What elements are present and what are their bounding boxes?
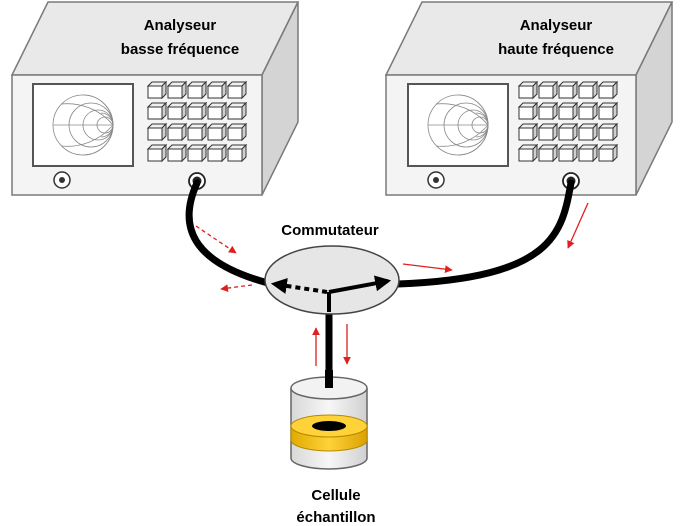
keypad-button-icon bbox=[226, 101, 248, 121]
keypad-button-icon bbox=[557, 143, 579, 163]
sample-cell: Cellule échantillon bbox=[290, 370, 376, 526]
keypad-button-icon bbox=[226, 122, 248, 142]
high-to-switch-arrow bbox=[567, 202, 589, 249]
switch: Commutateur bbox=[264, 222, 400, 315]
low-to-switch-arrow bbox=[195, 225, 237, 254]
keypad-button-icon bbox=[206, 143, 228, 163]
low-analyzer-title-line2: basse fréquence bbox=[121, 41, 239, 58]
keypad-button-icon bbox=[577, 80, 599, 100]
switch-contact-high bbox=[328, 275, 392, 294]
high-analyzer-cable bbox=[394, 179, 575, 288]
keypad-button-icon bbox=[166, 143, 188, 163]
keypad-button-icon bbox=[146, 80, 168, 100]
analyzer-keypad bbox=[146, 80, 248, 163]
keypad-button-icon bbox=[166, 101, 188, 121]
keypad-button-icon bbox=[537, 101, 559, 121]
keypad-button-icon bbox=[166, 80, 188, 100]
keypad-button-icon bbox=[577, 101, 599, 121]
keypad-button-icon bbox=[206, 122, 228, 142]
keypad-button-icon bbox=[226, 143, 248, 163]
keypad-button-icon bbox=[517, 122, 539, 142]
keypad-button-icon bbox=[597, 122, 619, 142]
keypad-button-icon bbox=[146, 122, 168, 142]
keypad-button-icon bbox=[557, 122, 579, 142]
keypad-button-icon bbox=[166, 122, 188, 142]
keypad-button-icon bbox=[597, 101, 619, 121]
low-analyzer-title-line1: Analyseur bbox=[144, 17, 217, 34]
keypad-button-icon bbox=[517, 101, 539, 121]
switch-body bbox=[264, 245, 400, 315]
keypad-button-icon bbox=[517, 143, 539, 163]
switch-label: Commutateur bbox=[281, 222, 379, 239]
keypad-button-icon bbox=[186, 143, 208, 163]
keypad-button-icon bbox=[186, 80, 208, 100]
high-analyzer-title-line2: haute fréquence bbox=[498, 41, 614, 58]
keypad-button-icon bbox=[557, 80, 579, 100]
switch-to-high-arrow bbox=[402, 263, 453, 274]
keypad-button-icon bbox=[226, 80, 248, 100]
switch-to-low-arrow bbox=[220, 284, 253, 292]
keypad-button-icon bbox=[557, 101, 579, 121]
low-frequency-analyzer: Analyseur basse fréquence bbox=[10, 1, 300, 196]
keypad-button-icon bbox=[186, 122, 208, 142]
keypad-button-icon bbox=[597, 143, 619, 163]
smith-chart-icon bbox=[52, 94, 114, 156]
keypad-button-icon bbox=[206, 80, 228, 100]
high-analyzer-title-line1: Analyseur bbox=[520, 17, 593, 34]
analyzer-keypad bbox=[517, 80, 619, 163]
sample-ring-hole bbox=[312, 421, 346, 431]
cell-label-line1: Cellule bbox=[311, 487, 360, 504]
signal-arrows bbox=[195, 202, 589, 366]
keypad-button-icon bbox=[537, 143, 559, 163]
cell-label-line2: échantillon bbox=[296, 509, 375, 526]
keypad-button-icon bbox=[517, 80, 539, 100]
keypad-button-icon bbox=[146, 101, 168, 121]
low-analyzer-cable bbox=[185, 179, 272, 287]
keypad-button-icon bbox=[577, 122, 599, 142]
keypad-button-icon bbox=[186, 101, 208, 121]
high-frequency-analyzer: Analyseur haute fréquence bbox=[384, 1, 674, 196]
keypad-button-icon bbox=[597, 80, 619, 100]
knob-icon bbox=[53, 171, 71, 189]
keypad-button-icon bbox=[537, 122, 559, 142]
analyzer-top-face bbox=[384, 1, 674, 76]
cell-connector bbox=[325, 370, 333, 388]
keypad-button-icon bbox=[206, 101, 228, 121]
keypad-button-icon bbox=[146, 143, 168, 163]
keypad-button-icon bbox=[537, 80, 559, 100]
keypad-button-icon bbox=[577, 143, 599, 163]
analyzer-top-face bbox=[10, 1, 300, 76]
knob-icon bbox=[427, 171, 445, 189]
smith-chart-icon bbox=[427, 94, 489, 156]
